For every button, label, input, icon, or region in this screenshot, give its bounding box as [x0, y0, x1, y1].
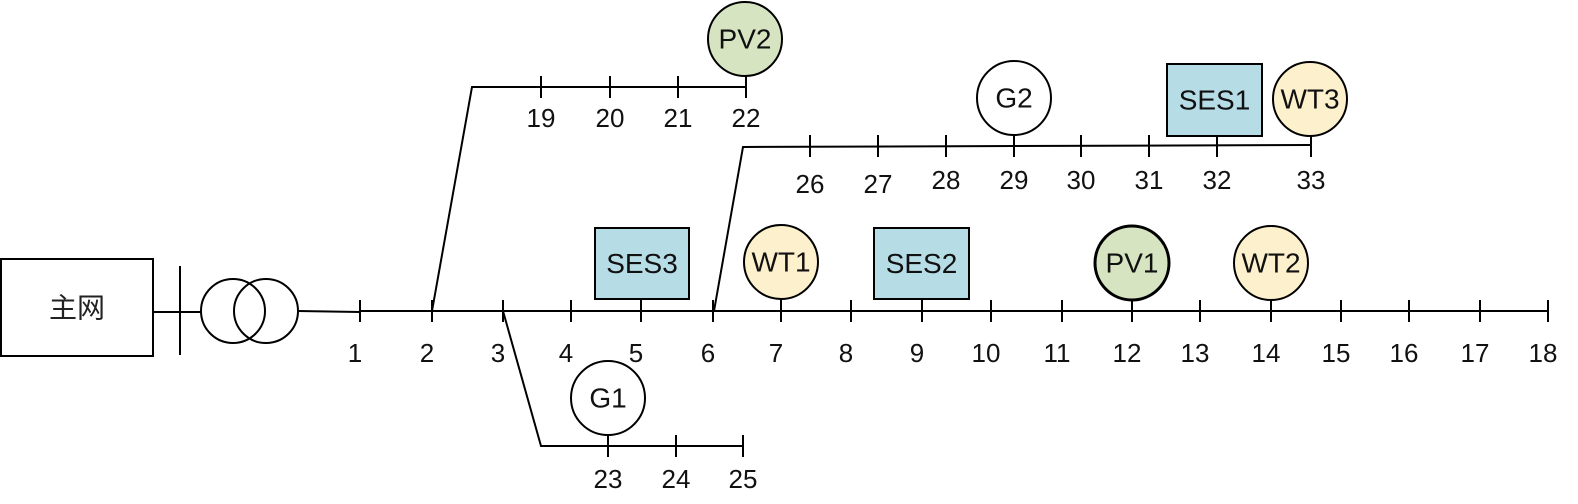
bus-2-label: 2 [420, 338, 434, 368]
bus-19-label: 19 [527, 103, 556, 133]
bus-33-label: 33 [1297, 165, 1326, 195]
bus-4-label: 4 [559, 338, 573, 368]
bus-12-label: 12 [1113, 338, 1142, 368]
wind-turbine-icon [1272, 61, 1348, 137]
pv-icon [707, 1, 783, 77]
device-ses2-label: SES2 [886, 248, 958, 279]
bus-24-label: 24 [662, 464, 691, 494]
device-ses3: SES3 [594, 227, 690, 311]
bus-28-label: 28 [932, 165, 961, 195]
device-pv1: PV1 [1093, 224, 1171, 311]
bus-8-label: 8 [839, 338, 853, 368]
storage-icon [1166, 63, 1263, 137]
device-wt2-label: WT2 [1241, 248, 1300, 279]
bus-27-label: 27 [864, 169, 893, 199]
wind-turbine-icon [743, 224, 819, 300]
device-wt2: WT2 [1233, 225, 1309, 311]
device-ses1: SES1 [1166, 63, 1263, 146]
bus-30-label: 30 [1067, 165, 1096, 195]
bus-20-label: 20 [596, 103, 625, 133]
bus-15-label: 15 [1322, 338, 1351, 368]
bus-32-label: 32 [1203, 165, 1232, 195]
bus-22-label: 22 [732, 103, 761, 133]
bus-1-label: 1 [348, 338, 362, 368]
generator-icon [570, 360, 646, 436]
bus-17-label: 17 [1461, 338, 1490, 368]
bus-3-label: 3 [491, 338, 505, 368]
bus-9-label: 9 [910, 338, 924, 368]
bus-23-label: 23 [594, 464, 623, 494]
storage-icon [594, 227, 690, 300]
device-ses3-label: SES3 [606, 248, 678, 279]
bus-14-label: 14 [1252, 338, 1281, 368]
pv-icon [1093, 224, 1171, 302]
bus-29-label: 29 [1000, 165, 1029, 195]
device-pv1-label: PV1 [1106, 248, 1159, 279]
branch-19-22-line [431, 86, 746, 312]
device-g2-label: G2 [995, 83, 1032, 114]
branch-26-33-line [713, 144, 1312, 312]
device-pv2: PV2 [707, 1, 783, 87]
bus-ticks [359, 76, 1549, 457]
storage-icon [873, 227, 970, 300]
bus-5-label: 5 [629, 338, 643, 368]
device-ses2: SES2 [873, 227, 970, 311]
device-pv2-label: PV2 [719, 24, 772, 55]
main-grid-box [0, 258, 154, 357]
bus-18-label: 18 [1529, 338, 1558, 368]
device-wt1: WT1 [743, 224, 819, 311]
device-wt3-label: WT3 [1280, 84, 1339, 115]
bus-26-label: 26 [796, 169, 825, 199]
main-grid-label: 主网 [49, 292, 105, 325]
bus-31-label: 31 [1135, 165, 1164, 195]
bus-10-label: 10 [972, 338, 1001, 368]
generator-icon [976, 60, 1052, 136]
bus-6-label: 6 [701, 338, 715, 368]
device-g1: G1 [570, 360, 646, 446]
transformer-icon [200, 278, 299, 344]
bus-25-label: 25 [729, 464, 758, 494]
device-g1-label: G1 [589, 383, 626, 414]
device-g2: G2 [976, 60, 1052, 146]
bus-21-label: 21 [664, 103, 693, 133]
transformer-lead [297, 310, 361, 313]
device-wt3: WT3 [1272, 61, 1348, 146]
wind-turbine-icon [1233, 225, 1309, 301]
bus-7-label: 7 [769, 338, 783, 368]
bus-11-label: 11 [1044, 338, 1071, 368]
device-wt1-label: WT1 [751, 247, 810, 278]
bus-13-label: 13 [1181, 338, 1210, 368]
device-ses1-label: SES1 [1179, 85, 1251, 116]
bus-16-label: 16 [1390, 338, 1419, 368]
